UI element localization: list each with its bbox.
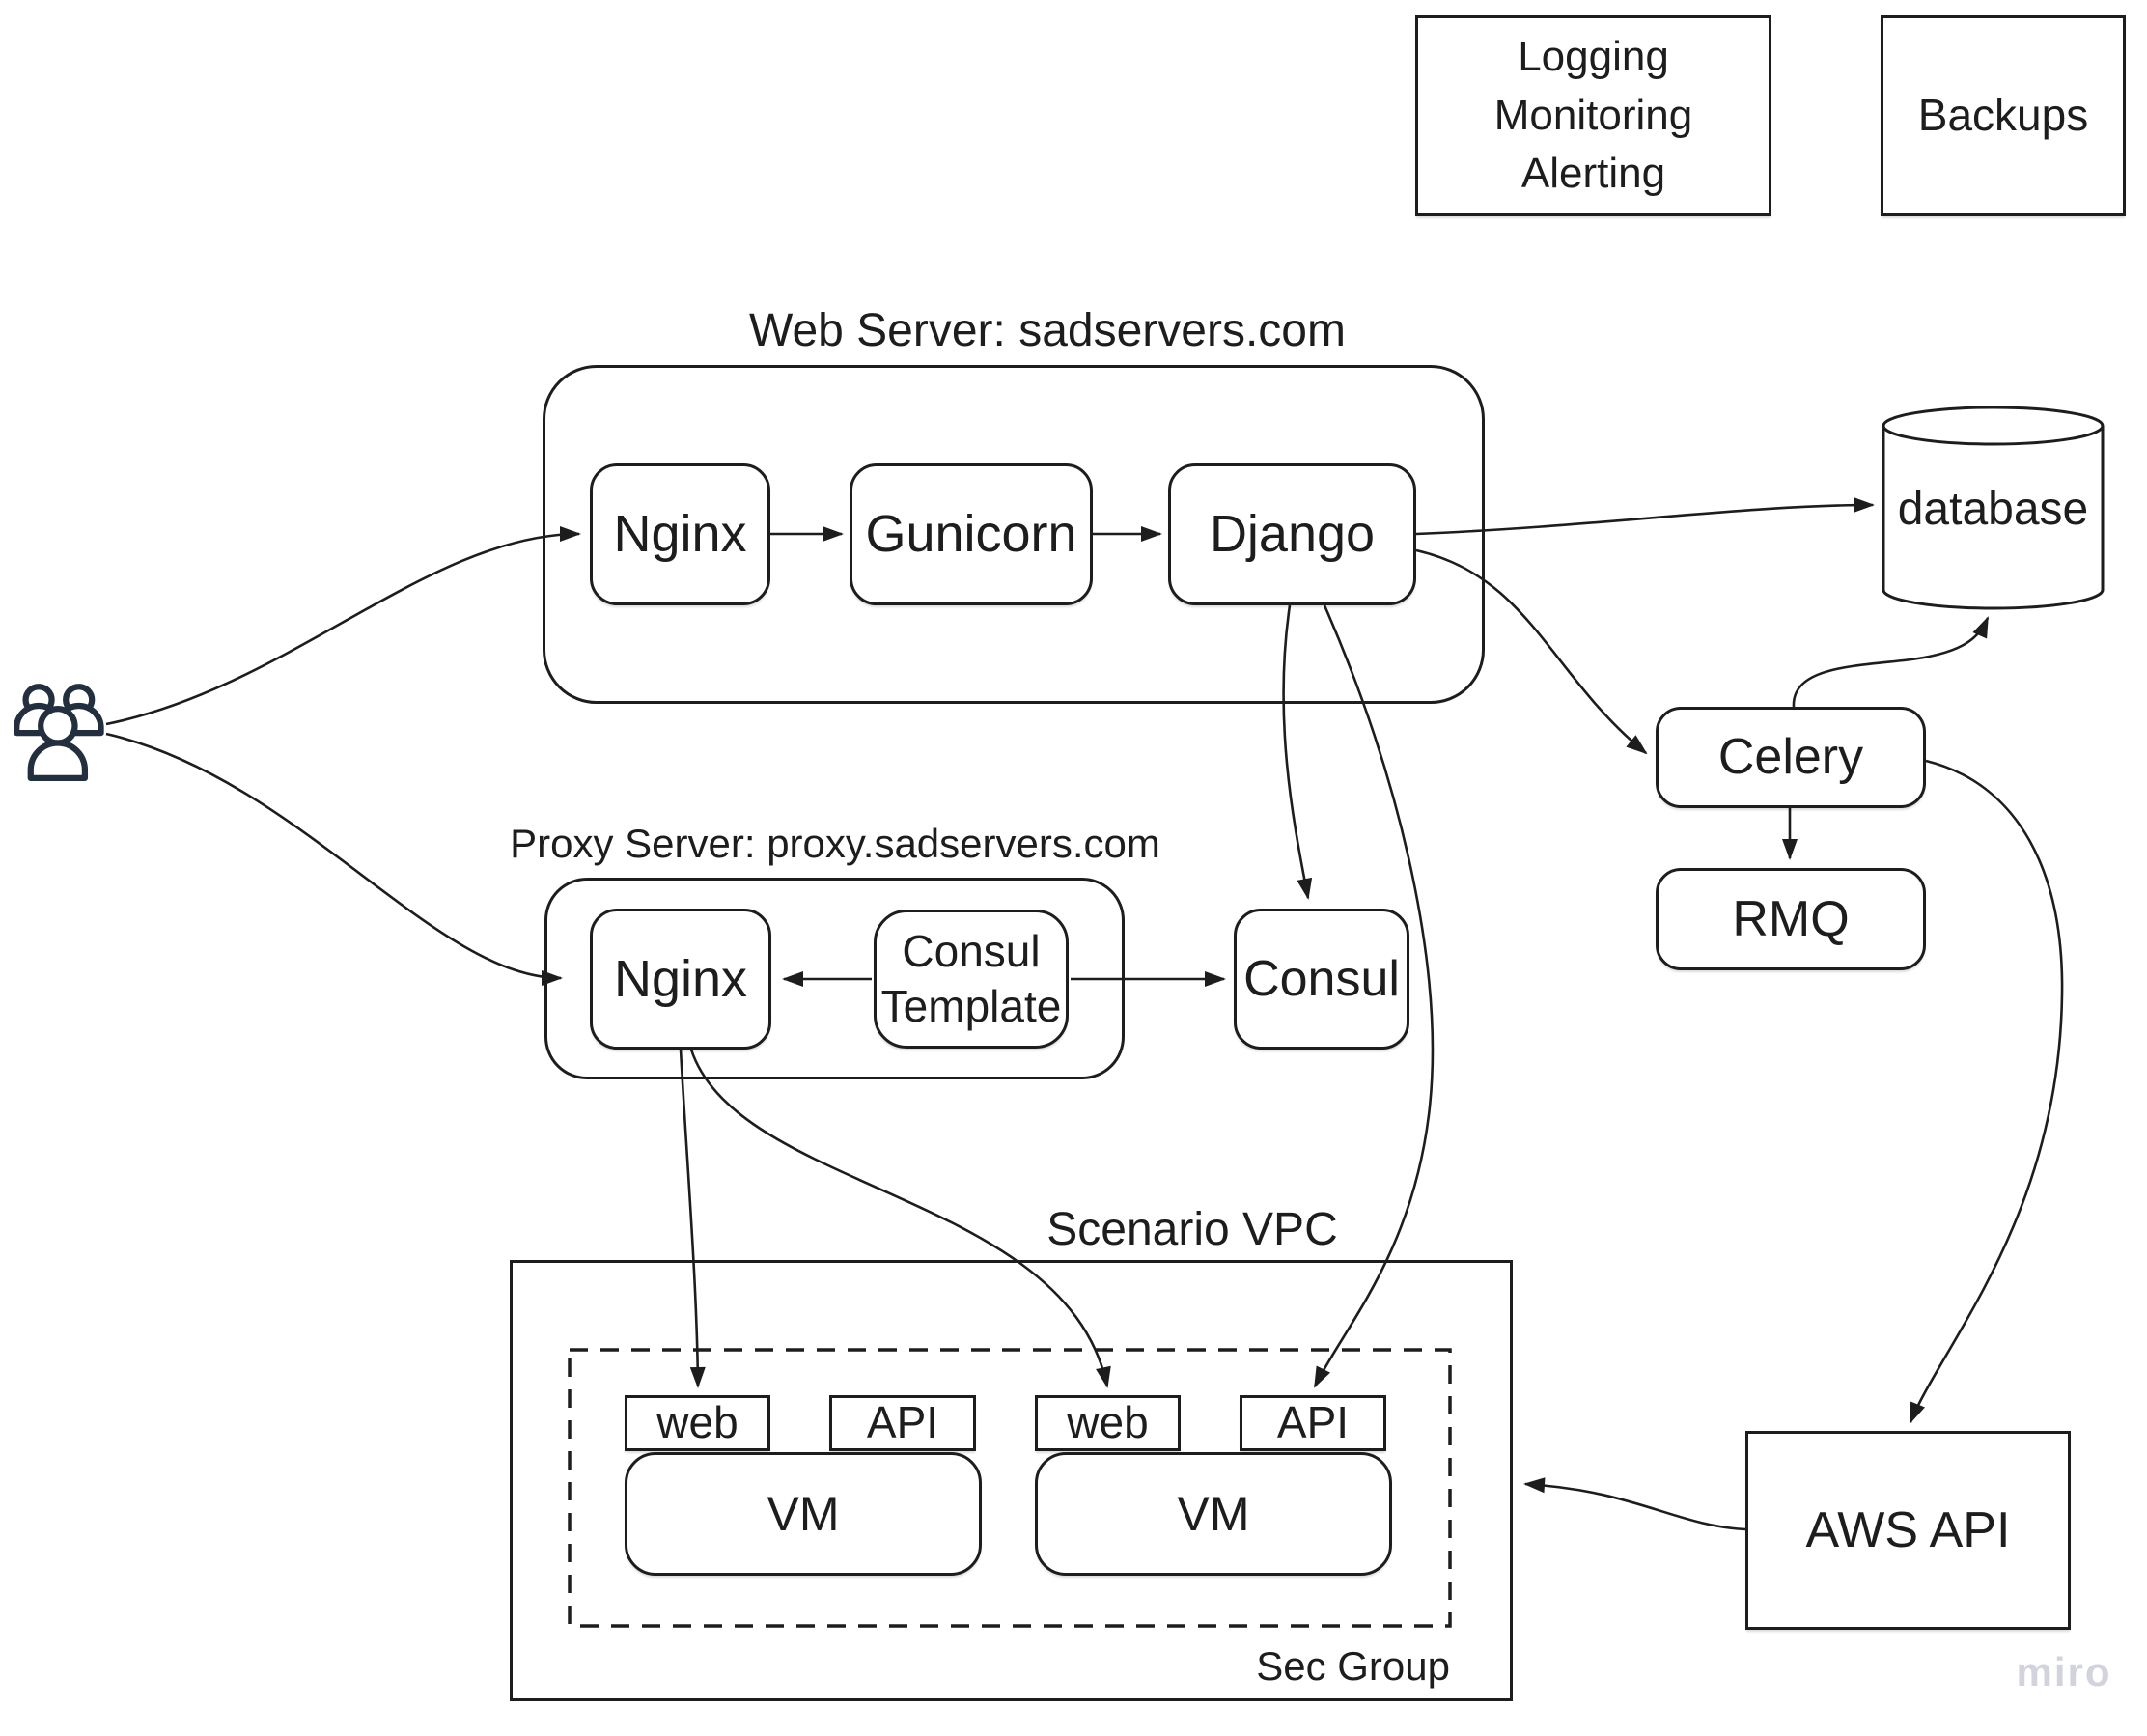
node-vm2[interactable]: VM <box>1035 1452 1392 1576</box>
node-web-port-vm2[interactable]: web <box>1035 1395 1181 1451</box>
node-celery[interactable]: Celery <box>1656 707 1926 808</box>
vpc-title[interactable]: Scenario VPC <box>1046 1203 1338 1255</box>
edge-proxy-nginx-to-web1 <box>679 1049 706 1388</box>
edge-aws-api-to-vpc <box>1523 1477 1746 1531</box>
node-logging-monitoring-alerting[interactable]: Logging Monitoring Alerting <box>1415 15 1771 216</box>
node-api-port-vm1[interactable]: API <box>829 1395 976 1451</box>
node-gunicorn[interactable]: Gunicorn <box>850 463 1093 605</box>
edge-celery-to-database <box>1792 616 1990 708</box>
edge-users-to-web-nginx <box>105 526 581 726</box>
proxy-server-container[interactable] <box>544 878 1125 1079</box>
sec-group-label: Sec Group <box>1256 1643 1450 1689</box>
web-server-container[interactable] <box>543 365 1485 704</box>
vpc-container[interactable] <box>510 1260 1513 1701</box>
database-label: database <box>1897 483 2089 535</box>
edge-django-to-celery <box>1415 548 1648 755</box>
web-server-title[interactable]: Web Server: sadservers.com <box>749 304 1346 356</box>
edge-users-to-proxy-nginx <box>105 732 563 986</box>
node-django[interactable]: Django <box>1168 463 1416 605</box>
proxy-server-title[interactable]: Proxy Server: proxy.sadservers.com <box>510 821 1160 866</box>
node-web-port-vm1[interactable]: web <box>625 1395 770 1451</box>
node-aws-api[interactable]: AWS API <box>1745 1431 2071 1630</box>
edge-django-to-database <box>1415 497 1875 536</box>
edge-django-to-api2 <box>1313 604 1435 1388</box>
node-api-port-vm2[interactable]: API <box>1240 1395 1386 1451</box>
node-consul[interactable]: Consul <box>1234 909 1409 1050</box>
node-nginx-proxy[interactable]: Nginx <box>590 909 771 1050</box>
node-nginx-web[interactable]: Nginx <box>590 463 770 605</box>
edge-celery-to-aws-api <box>1909 759 2064 1424</box>
node-rmq[interactable]: RMQ <box>1656 868 1926 970</box>
edge-proxy-nginx-to-web2 <box>689 1049 1111 1388</box>
miro-watermark-logo: miro <box>2016 1649 2112 1694</box>
node-backups[interactable]: Backups <box>1881 15 2126 216</box>
sec-group-dashed-boundary[interactable] <box>568 1348 1452 1628</box>
database-cylinder[interactable] <box>1882 406 2105 610</box>
node-consul-template[interactable]: Consul Template <box>874 910 1069 1049</box>
edge-django-to-consul <box>1282 604 1313 900</box>
users-icon[interactable] <box>12 680 112 782</box>
node-vm1[interactable]: VM <box>625 1452 982 1576</box>
